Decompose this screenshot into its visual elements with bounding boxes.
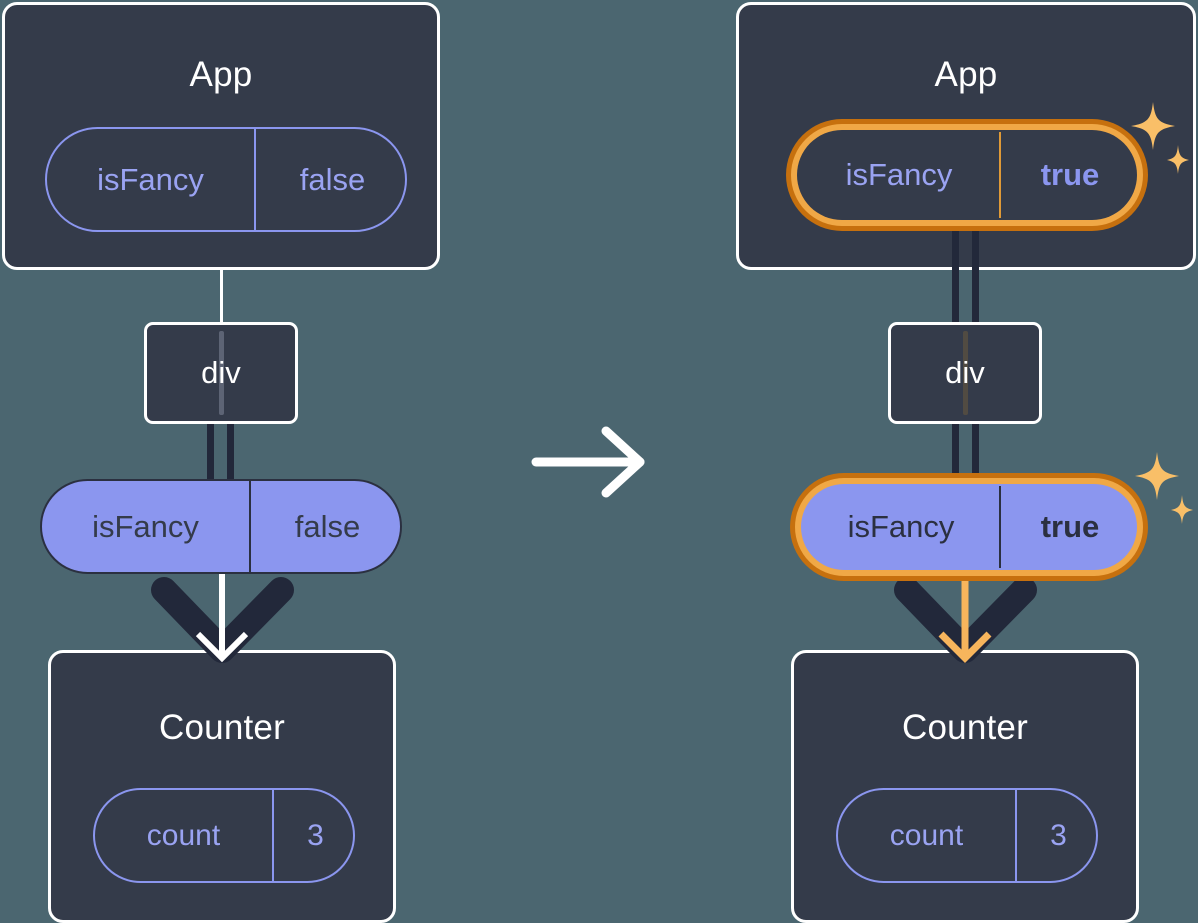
left-app-title: App — [189, 55, 253, 94]
right-prop-sparkles-icon — [1131, 450, 1193, 526]
transition-arrow-icon — [528, 425, 653, 500]
wire-bar-right — [227, 420, 234, 485]
right-counter-title: Counter — [902, 708, 1028, 747]
right-app-state-key: isFancy — [845, 157, 953, 192]
right-wire-app-to-div — [952, 226, 979, 326]
left-prop-pill: isFancy false — [40, 479, 402, 574]
left-counter-title: Counter — [159, 708, 285, 747]
left-wire-app-to-div — [220, 266, 223, 326]
wire-bar-left — [952, 226, 959, 326]
right-app-title: App — [934, 55, 998, 94]
right-div-node: div — [888, 322, 1042, 424]
right-counter-state-value: 3 — [1015, 790, 1100, 881]
left-app-state-pill: isFancy false — [45, 127, 407, 232]
left-prop-arrow-icon — [140, 568, 305, 676]
wire-bar-right — [972, 420, 979, 485]
right-wire-div-to-prop — [952, 420, 979, 485]
right-counter-state-pill: count 3 — [836, 788, 1098, 883]
right-app-state-pill: isFancy true — [797, 130, 1137, 220]
left-app-card: App isFancy false — [2, 2, 440, 270]
left-app-state-value: false — [254, 129, 409, 230]
left-wire-div-to-prop — [207, 420, 234, 485]
left-prop-value: false — [249, 481, 404, 572]
left-app-state-key: isFancy — [97, 161, 204, 197]
right-app-sparkles-icon — [1127, 100, 1189, 176]
right-app-highlight-ring — [786, 119, 1148, 231]
left-counter-state-pill: count 3 — [93, 788, 355, 883]
right-prop-highlight-ring — [790, 473, 1148, 581]
right-prop-arrow-icon — [883, 568, 1048, 676]
right-prop-key: isFancy — [847, 509, 955, 544]
wire-bar-right — [972, 226, 979, 326]
left-div-node: div — [144, 322, 298, 424]
right-div-label: div — [945, 355, 985, 390]
right-app-state-value: true — [999, 132, 1139, 218]
wire-bar-left — [207, 420, 214, 485]
right-div-wire-passthrough — [962, 331, 968, 415]
left-div-wire-passthrough — [218, 331, 224, 415]
ring-hole — [797, 130, 1137, 220]
right-counter-card: Counter count 3 — [791, 650, 1139, 923]
left-counter-state-key: count — [146, 818, 221, 852]
left-prop-key: isFancy — [92, 508, 199, 544]
left-counter-state-value: 3 — [272, 790, 357, 881]
wire-bar-left — [952, 420, 959, 485]
right-counter-state-key: count — [889, 818, 964, 852]
left-counter-card: Counter count 3 — [48, 650, 396, 923]
right-prop-pill: isFancy true — [801, 484, 1137, 570]
right-prop-value: true — [999, 486, 1139, 568]
left-div-label: div — [201, 355, 241, 390]
ring-hole — [801, 484, 1137, 570]
